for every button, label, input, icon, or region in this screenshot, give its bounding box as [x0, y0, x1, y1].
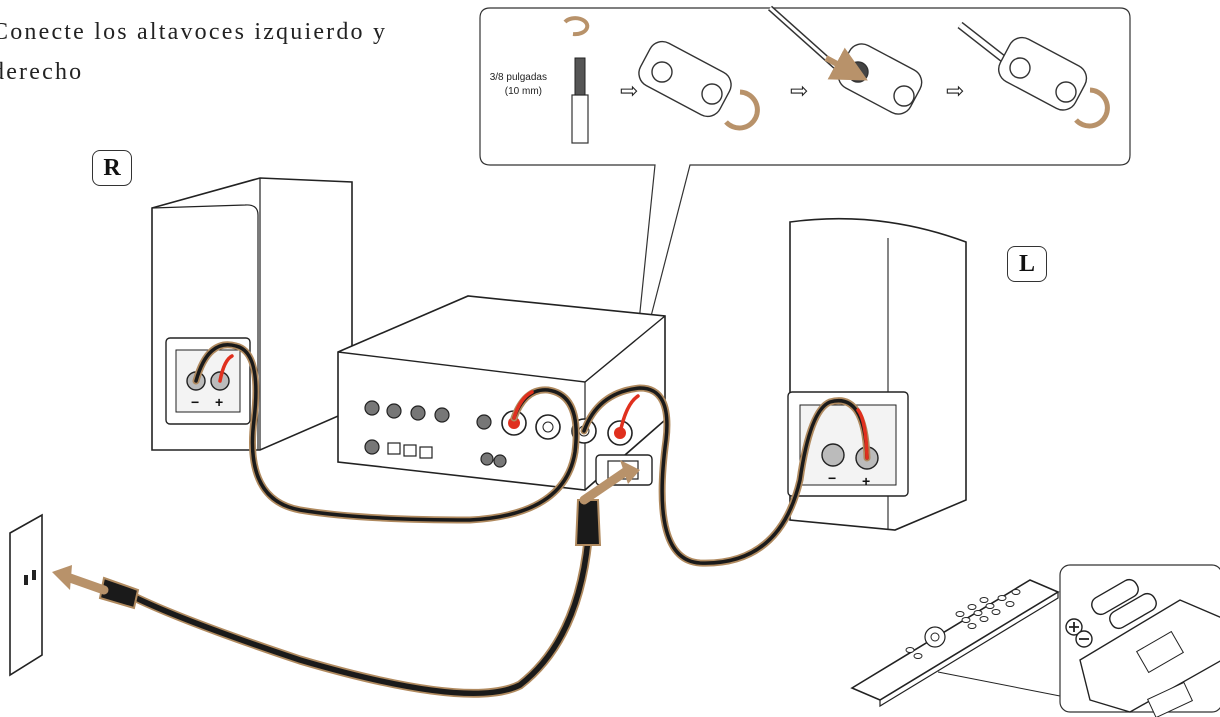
right-speaker-minus: −: [191, 394, 199, 410]
left-speaker-plus: +: [862, 473, 870, 489]
remote-control: [850, 579, 1061, 708]
left-speaker-minus: −: [828, 470, 836, 486]
left-speaker-badge: L: [1007, 246, 1047, 282]
stripped-wire: [563, 16, 590, 144]
wire-stripping-callout: 3/8 pulgadas (10 mm) ⇨ ⇨ ⇨: [479, 5, 1131, 391]
terminal-step-tighten: [957, 21, 1110, 129]
speaker-cable-left: [580, 384, 871, 567]
step-arrow-3: ⇨: [946, 78, 964, 103]
wall-outlet: [9, 513, 43, 677]
strip-length-metric: (10 mm): [505, 86, 542, 97]
right-speaker-plus: +: [215, 394, 223, 410]
battery-callout: [1059, 564, 1220, 717]
strip-length-label: 3/8 pulgadas: [490, 72, 547, 83]
step-arrow-1: ⇨: [620, 78, 638, 103]
terminal-step-insert: [768, 5, 923, 115]
step-arrow-2: ⇨: [790, 78, 808, 103]
terminal-step-loosen: [638, 40, 760, 131]
power-cable: [52, 460, 640, 698]
plus-circle-icon: [1065, 618, 1083, 636]
left-speaker: − +: [787, 217, 967, 531]
speaker-cable-right: [192, 341, 580, 524]
right-speaker-badge: R: [92, 150, 132, 186]
minus-circle-icon: [1075, 630, 1093, 648]
page-title: Conecte los altavoces izquierdo y derech…: [0, 19, 388, 85]
